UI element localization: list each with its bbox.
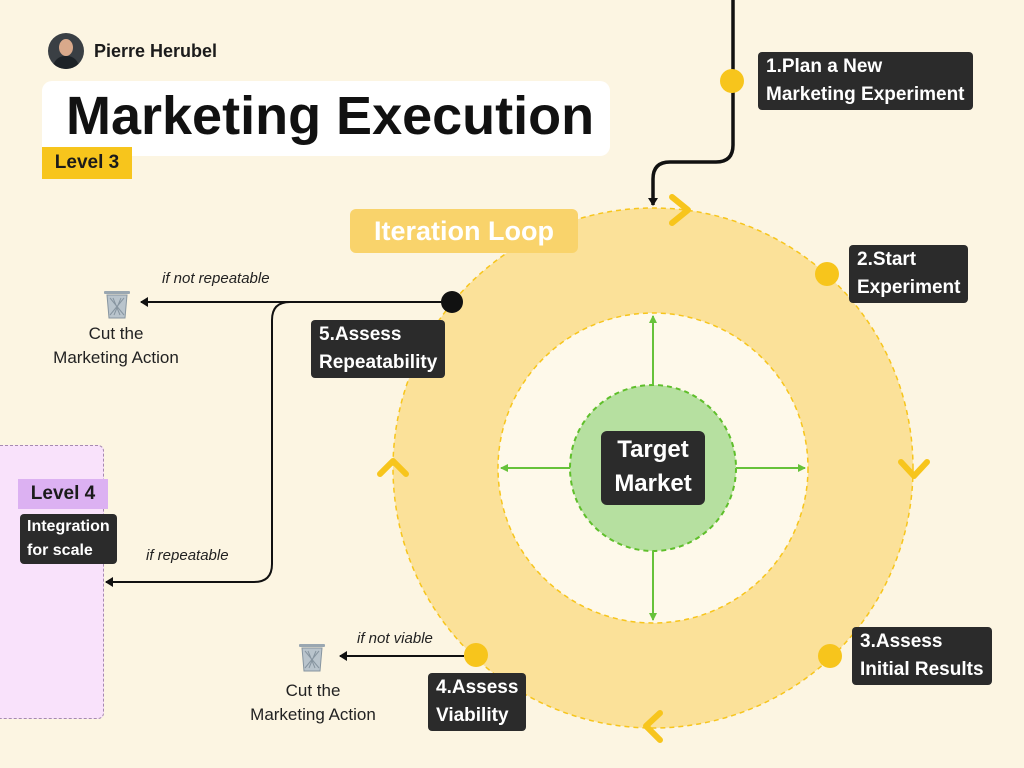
chevron-bottom-icon (643, 710, 663, 743)
step5-dot (441, 291, 463, 313)
author-block: Pierre Herubel (48, 33, 217, 69)
chevron-left-icon (377, 458, 409, 477)
chevron-top-icon (669, 194, 691, 226)
repeatable-note: if repeatable (146, 547, 229, 564)
page-title: Marketing Execution (66, 86, 595, 146)
step3-dot (818, 644, 842, 668)
entry-path (648, 0, 735, 206)
chevron-right-icon (898, 459, 930, 479)
level3-badge: Level 3 (42, 147, 132, 179)
step1-label: 1.Plan a New Marketing Experiment (758, 52, 973, 110)
cut-action-label: Cut the Marketing Action (53, 324, 179, 367)
repeatable-arrow (105, 301, 452, 587)
step2-label: 2.Start Experiment (849, 245, 969, 303)
cut-action-label: Cut the Marketing Action (250, 681, 376, 724)
author-name: Pierre Herubel (94, 40, 218, 61)
step2-dot (815, 262, 839, 286)
step4-label: 4.Assess Viability (428, 673, 527, 731)
avatar (48, 33, 84, 69)
not-repeatable-note: if not repeatable (162, 270, 270, 287)
step1-dot (720, 69, 744, 93)
step4-dot (464, 643, 488, 667)
title-card (42, 81, 610, 156)
not-viable-note: if not viable (357, 630, 433, 647)
step3-label: 3.Assess Initial Results (852, 627, 992, 685)
level4-description: Integration for scale (20, 514, 117, 564)
step5-label: 5.Assess Repeatability (311, 320, 446, 378)
trash-icon (299, 644, 325, 672)
iteration-loop-label: Iteration Loop (350, 209, 578, 253)
trash-icon (104, 291, 130, 319)
target-market-label: Target Market (601, 431, 705, 505)
level4-badge: Level 4 (18, 479, 108, 509)
